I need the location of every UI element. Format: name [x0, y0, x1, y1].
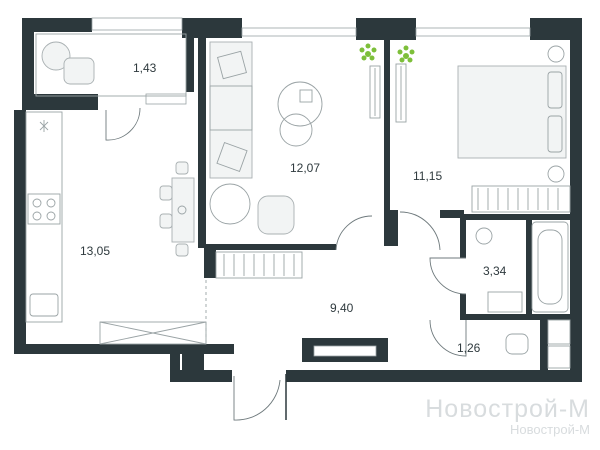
- balcony-furniture: [35, 33, 187, 97]
- hall-wardrobe: [205, 251, 303, 344]
- bedroom-furniture: [395, 45, 571, 213]
- living-area-label: 12,07: [290, 161, 320, 175]
- bedroom-area-label: 11,15: [413, 169, 442, 183]
- windows: [91, 17, 531, 105]
- room-labels: 1,43 13,05 12,07 11,15 9,40 3,34 1,26: [80, 61, 507, 355]
- doors: [105, 107, 467, 421]
- living-furniture: [209, 41, 381, 235]
- hall-area-label: 9,40: [330, 301, 354, 315]
- kitchen-furniture: [25, 111, 207, 345]
- bathroom-fixtures: [475, 221, 571, 369]
- watermark-sub: Новострой-М: [510, 422, 590, 437]
- watermark: Новострой-М Новострой-М: [425, 395, 590, 437]
- kitchen-area-label: 13,05: [80, 244, 110, 258]
- balcony-area-label: 1,43: [133, 61, 157, 75]
- wc-area-label: 1,26: [457, 341, 481, 355]
- plant-icon: [397, 45, 415, 63]
- plant-icon: [359, 43, 377, 61]
- bathroom-area-label: 3,34: [483, 264, 507, 278]
- walls: [14, 18, 582, 382]
- watermark-main: Новострой-М: [425, 395, 590, 423]
